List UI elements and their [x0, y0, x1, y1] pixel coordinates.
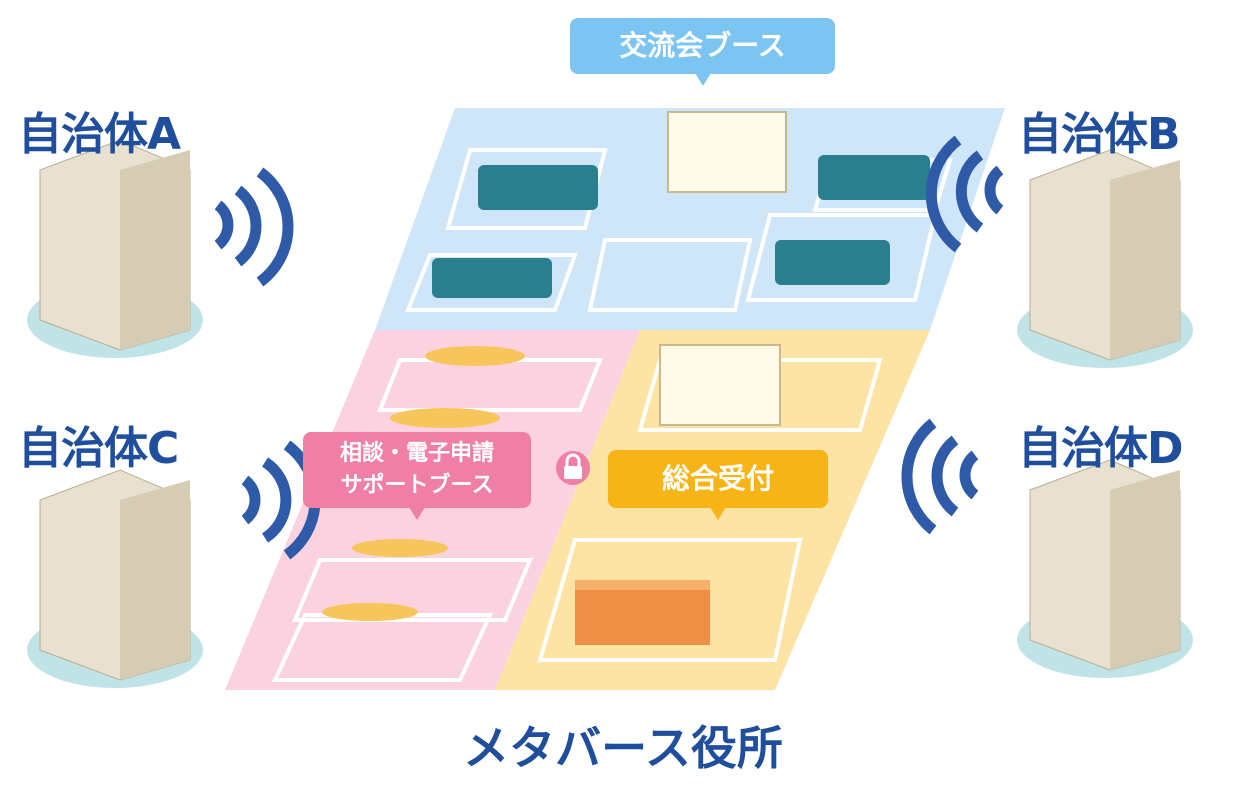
reception-label: 総合受付	[608, 450, 828, 520]
lock-icon	[556, 451, 590, 485]
booth-outlines	[271, 148, 953, 682]
municipality-a-label: 自治体A	[18, 109, 181, 160]
wifi-icon-b	[925, 135, 1004, 253]
wifi-icon-a	[214, 167, 294, 287]
exchange-booth-label: 交流会ブース	[570, 18, 835, 86]
municipality-b-label: 自治体B	[1018, 109, 1181, 160]
page-title: メタバース役所	[463, 721, 783, 775]
furniture	[322, 111, 930, 645]
municipality-c-label: 自治体C	[18, 423, 179, 474]
buildings	[27, 139, 1193, 688]
consult-booth-label: 相談・電子申請 サポートブース	[303, 432, 531, 520]
consult-label-line1: 相談・電子申請	[339, 441, 494, 466]
consult-zone-floor	[225, 330, 640, 690]
wifi-icon-d	[901, 418, 979, 535]
municipality-d-label: 自治体D	[1018, 423, 1184, 474]
consult-label-line2: サポートブース	[340, 473, 494, 498]
